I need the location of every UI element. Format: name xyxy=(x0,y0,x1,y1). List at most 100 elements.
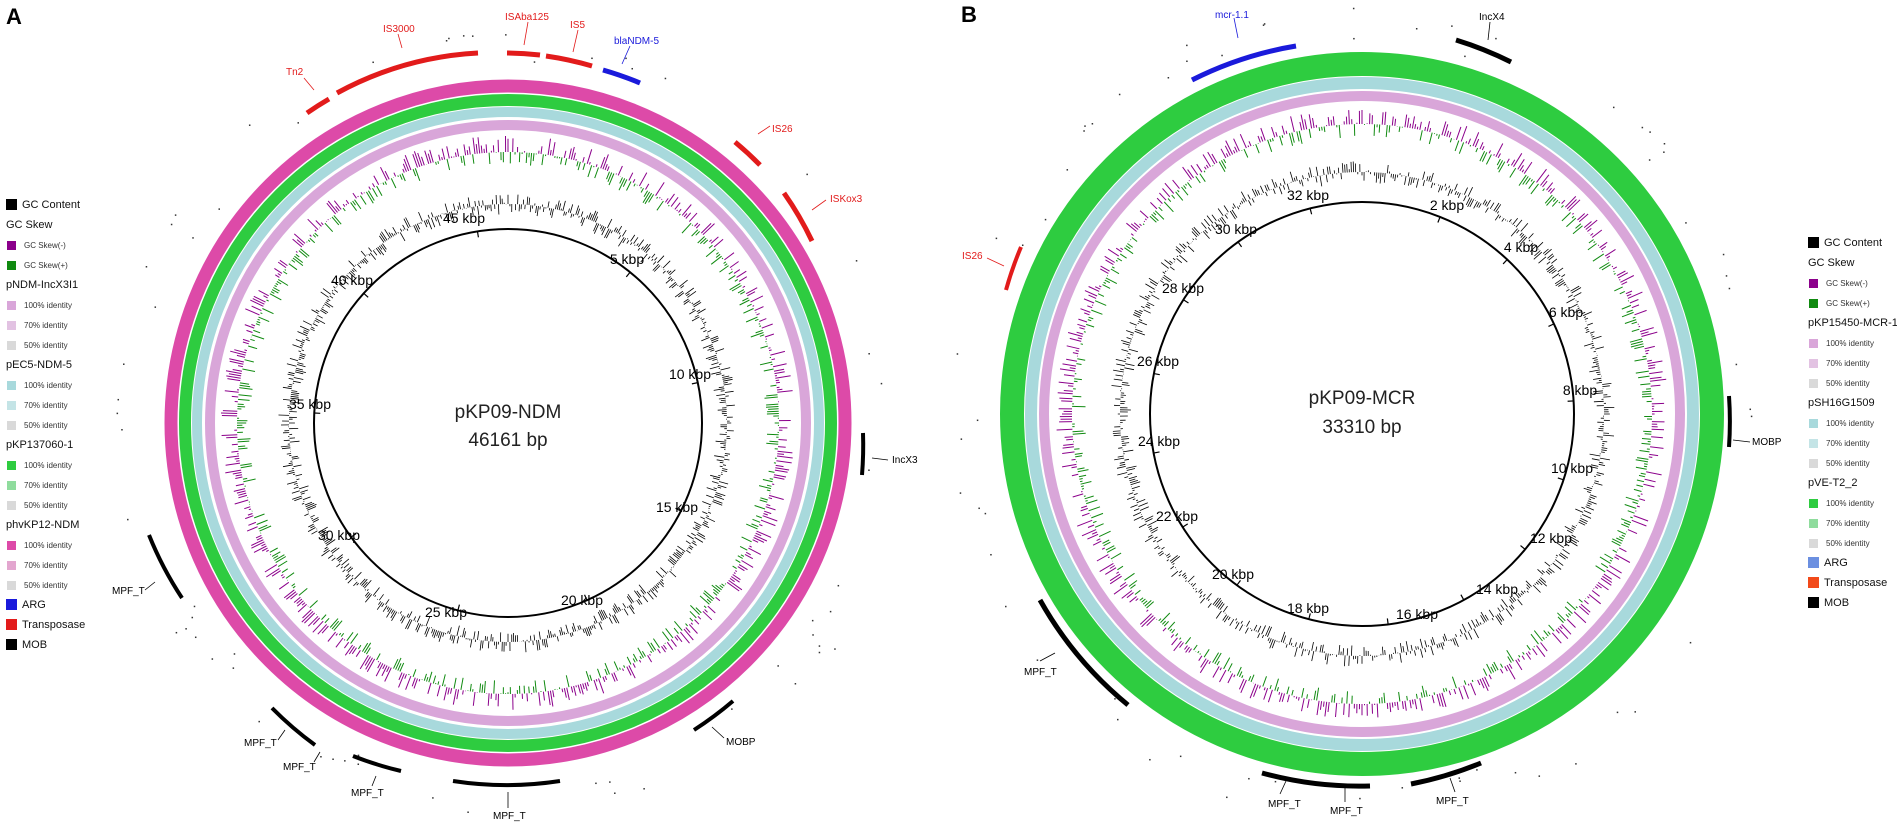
legend-swatch-4 xyxy=(1809,299,1818,308)
feature-arc-mobp-b xyxy=(1727,395,1732,448)
legend-label-8: 50% identity xyxy=(24,341,68,350)
tick-mark-8 xyxy=(1386,618,1389,625)
panel-a-plasmid-size: 46161 bp xyxy=(468,430,547,451)
identity-ring-1 xyxy=(205,120,811,726)
legend-label-9: pEC5-NDM-5 xyxy=(6,359,72,371)
outer-mark xyxy=(185,628,187,630)
tick-mark-7 xyxy=(1460,594,1465,601)
outer-mark xyxy=(357,763,360,765)
feature-label-mcr-1-1: mcr-1.1 xyxy=(1215,10,1249,21)
outer-mark xyxy=(471,35,474,37)
tick-label-b-32kbp: 32 kbp xyxy=(1287,187,1329,203)
feature-arc-mpf-t-b1 xyxy=(1037,598,1130,707)
tick-mark-15 xyxy=(1237,241,1243,248)
panel-b-features xyxy=(1004,37,1732,789)
outer-mark xyxy=(1685,222,1687,224)
outer-mark xyxy=(1401,787,1404,789)
legend-label-18: Transposase xyxy=(1824,577,1887,589)
legend-swatch-8 xyxy=(1809,379,1818,388)
tick-mark-10 xyxy=(1236,579,1241,586)
gc-skew-negative-track xyxy=(1056,110,1667,718)
panel-b-gc-tracks xyxy=(1056,110,1667,718)
identity-ring-3 xyxy=(1000,52,1724,776)
outer-mark xyxy=(1084,125,1086,127)
tick-label-b-8kbp: 8 kbp xyxy=(1563,382,1597,398)
legend-swatch-18 xyxy=(1808,577,1819,588)
panel-b-tick-labels: 2 kbp 4 kbp 6 kbp 8 kbp 10 kbp 12 kbp 14… xyxy=(1137,187,1597,622)
callout-mpf-t-b2 xyxy=(1279,780,1287,795)
outer-mark xyxy=(170,223,173,226)
legend-swatch-23 xyxy=(6,639,17,650)
outer-mark xyxy=(818,651,821,654)
outer-mark xyxy=(609,781,611,783)
outer-mark xyxy=(995,237,998,240)
legend-swatch-3 xyxy=(7,241,16,250)
feature-arc-mpf-t-2 xyxy=(270,706,317,747)
feature-arc-tn2 xyxy=(305,96,331,116)
legend-label-13: pVE-T2_2 xyxy=(1808,477,1858,489)
outer-mark xyxy=(1262,24,1265,26)
outer-mark xyxy=(777,665,779,667)
outer-mark xyxy=(1066,169,1069,171)
feature-label-mpf-t-3: MPF_T xyxy=(283,762,316,773)
outer-mark xyxy=(1221,54,1223,57)
legend-swatch-7 xyxy=(7,321,16,330)
legend-label-4: GC Skew(+) xyxy=(1826,299,1870,308)
outer-mark xyxy=(174,214,177,216)
outer-mark xyxy=(1464,55,1466,58)
legend-label-2: GC Skew xyxy=(1808,257,1855,269)
legend-label-14: 100% identity xyxy=(24,461,72,470)
legend-swatch-17 xyxy=(1808,557,1819,568)
legend-label-13: pKP137060-1 xyxy=(6,439,73,451)
outer-mark xyxy=(1749,408,1752,411)
outer-mark xyxy=(191,616,194,619)
tick-mark-9 xyxy=(1308,613,1311,620)
outer-mark xyxy=(1459,780,1461,782)
outer-mark xyxy=(116,412,119,415)
outer-mark xyxy=(1725,275,1728,277)
outer-mark xyxy=(1359,797,1361,800)
panel-a: A 45 kbp 5 kbp 40 kbp 10 kbp 35 kbp 15 k… xyxy=(6,4,918,822)
legend-label-15: 70% identity xyxy=(1826,519,1870,528)
outer-mark xyxy=(1458,777,1461,779)
legend-label-18: 100% identity xyxy=(24,541,72,550)
feature-arc-iskox3 xyxy=(781,191,815,243)
outer-mark xyxy=(1091,123,1094,125)
legend-label-17: ARG xyxy=(1824,557,1848,569)
legend-swatch-1 xyxy=(1808,237,1819,248)
outer-mark xyxy=(194,636,197,639)
feature-label-mpf-t-1: MPF_T xyxy=(112,586,145,597)
panel-a-plasmid-name: pKP09-NDM xyxy=(455,402,562,423)
tick-mark-8 xyxy=(363,292,369,298)
outer-mark xyxy=(1735,363,1738,366)
outer-mark xyxy=(1021,244,1024,246)
outer-mark xyxy=(625,57,627,60)
panel-a-backbone xyxy=(116,34,883,813)
identity-ring-2 xyxy=(192,107,824,739)
legend-swatch-22 xyxy=(6,619,17,630)
tick-label-a-20kbp: 20 kbp xyxy=(561,592,603,608)
outer-mark xyxy=(595,782,597,785)
tick-label-b-6kbp: 6 kbp xyxy=(1549,304,1583,320)
outer-mark xyxy=(1114,698,1116,700)
outer-mark xyxy=(1476,769,1478,771)
outer-mark xyxy=(211,658,214,660)
outer-mark xyxy=(127,518,129,521)
tick-label-a-35kbp: 35 kbp xyxy=(289,396,331,412)
legend-label-20: 50% identity xyxy=(24,581,68,590)
outer-mark xyxy=(1641,126,1644,129)
tick-label-b-16kbp: 16 kbp xyxy=(1396,606,1438,622)
tick-label-b-18kbp: 18 kbp xyxy=(1287,600,1329,616)
outer-mark xyxy=(145,266,148,268)
outer-mark xyxy=(258,720,260,723)
legend-label-3: GC Skew(-) xyxy=(1826,279,1868,288)
callout-isaba125 xyxy=(523,21,529,46)
legend-label-3: GC Skew(-) xyxy=(24,241,66,250)
outer-mark xyxy=(533,61,536,63)
outer-mark xyxy=(1263,23,1266,25)
callout-mpf-t-4 xyxy=(371,775,377,787)
feature-arc-mpf-t-4 xyxy=(452,779,561,788)
legend-swatch-21 xyxy=(6,599,17,610)
outer-mark xyxy=(956,353,959,355)
